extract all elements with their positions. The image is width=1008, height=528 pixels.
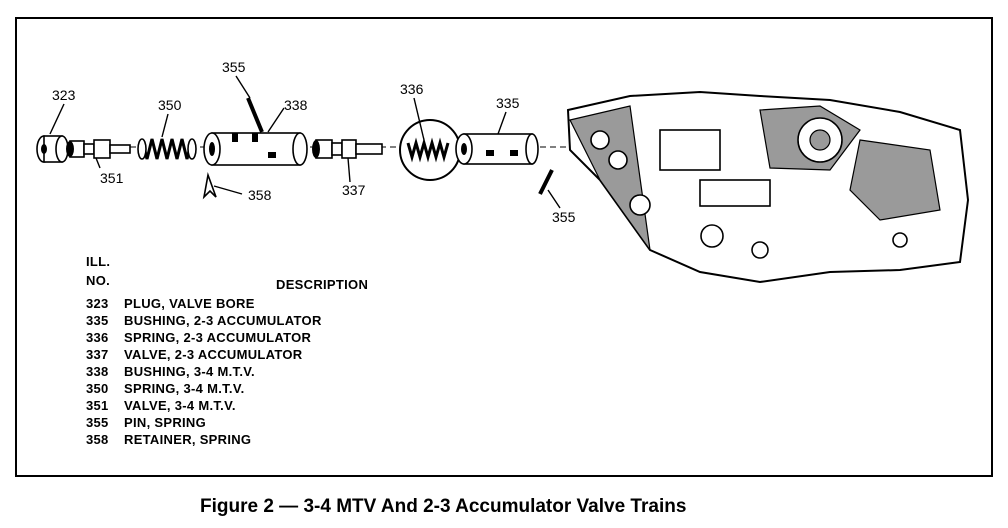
leader-336 [413, 97, 425, 141]
valve-body-casting [566, 90, 970, 284]
leader-335 [497, 111, 507, 135]
legend-row-desc: PLUG, VALVE BORE [124, 296, 255, 311]
leader-337 [347, 157, 351, 183]
callout-358: 358 [248, 187, 272, 203]
valve-2-3-accumulator-337 [312, 139, 383, 159]
figure-border [15, 17, 993, 477]
callout-338: 338 [284, 97, 308, 113]
callout-355-top: 355 [222, 59, 246, 75]
spring-2-3-accumulator-336 [399, 119, 461, 181]
legend-row-desc: SPRING, 3-4 M.T.V. [124, 381, 245, 396]
leader-351 [95, 157, 101, 169]
legend-row-num: 335 [86, 313, 109, 328]
legend-row-num: 338 [86, 364, 109, 379]
callout-355-bottom: 355 [552, 209, 576, 225]
bushing-3-4-mtv-338 [203, 132, 308, 166]
legend-row-num: 355 [86, 415, 109, 430]
callout-323: 323 [52, 87, 76, 103]
legend-row-desc: PIN, SPRING [124, 415, 206, 430]
legend-row-desc: BUSHING, 2-3 ACCUMULATOR [124, 313, 322, 328]
plug-valve-bore-323 [36, 135, 69, 163]
legend-row-num: 337 [86, 347, 109, 362]
callout-336: 336 [400, 81, 424, 97]
figure-caption: Figure 2 — 3-4 MTV And 2-3 Accumulator V… [200, 496, 686, 517]
retainer-spring-358 [202, 171, 217, 200]
legend-header-description: DESCRIPTION [276, 277, 368, 292]
pin-spring-355-right [538, 169, 554, 195]
leader-338 [267, 107, 285, 133]
leader-323 [49, 103, 65, 135]
legend-header-no: NO. [86, 273, 110, 288]
leader-350 [161, 113, 169, 138]
parts-legend: ILL. NO. DESCRIPTION 323 PLUG, VALVE BOR… [86, 254, 368, 447]
callout-337: 337 [342, 182, 366, 198]
leader-358 [213, 185, 243, 195]
leader-355-right [547, 189, 561, 209]
legend-row-num: 336 [86, 330, 109, 345]
legend-row-num: 350 [86, 381, 109, 396]
legend-header-ill: ILL. [86, 254, 110, 269]
valve-3-4-mtv-351 [66, 139, 131, 159]
legend-row-num: 351 [86, 398, 109, 413]
callout-335: 335 [496, 95, 520, 111]
spring-3-4-mtv-350 [137, 138, 197, 160]
legend-row-num: 323 [86, 296, 109, 311]
legend-row-desc: VALVE, 3-4 M.T.V. [124, 398, 236, 413]
legend-row-desc: SPRING, 2-3 ACCUMULATOR [124, 330, 312, 345]
legend-row-num: 358 [86, 432, 109, 447]
callout-350: 350 [158, 97, 182, 113]
bushing-2-3-accumulator-335 [455, 133, 539, 165]
leader-355-left [235, 75, 251, 99]
callout-351: 351 [100, 170, 124, 186]
legend-row-desc: VALVE, 2-3 ACCUMULATOR [124, 347, 303, 362]
legend-row-desc: RETAINER, SPRING [124, 432, 251, 447]
pin-spring-355-left [246, 97, 264, 133]
legend-row-desc: BUSHING, 3-4 M.T.V. [124, 364, 255, 379]
